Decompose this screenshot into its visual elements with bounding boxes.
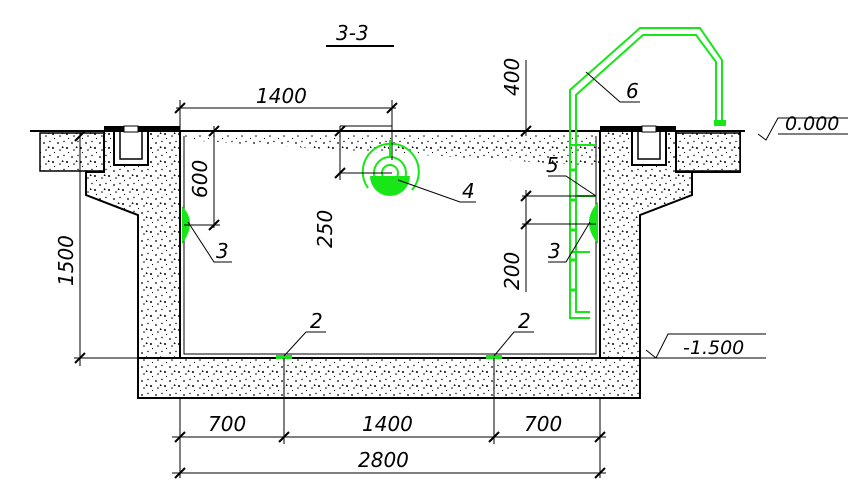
dim-upper-1400-label: 1400 bbox=[256, 84, 307, 108]
level-mark-top bbox=[757, 117, 848, 141]
dim-200 bbox=[520, 190, 596, 292]
dim-bottom-left-label: 700 bbox=[208, 412, 246, 436]
leaders bbox=[187, 71, 640, 357]
level-mark-bottom bbox=[600, 333, 766, 359]
callout-5: 5 bbox=[546, 153, 559, 177]
dim-bottom-mid-label: 1400 bbox=[362, 412, 413, 436]
level-top-label: 0.000 bbox=[785, 113, 839, 135]
gutter-left bbox=[104, 125, 180, 166]
dim-1500 bbox=[74, 130, 180, 366]
callout-3b: 3 bbox=[548, 239, 561, 263]
drain-right-icon bbox=[486, 355, 502, 359]
callout-2b: 2 bbox=[518, 309, 531, 333]
gutter-right bbox=[600, 125, 676, 166]
pit-inner-line bbox=[183, 136, 597, 355]
dim-400 bbox=[520, 60, 532, 137]
dim-bottom-chain bbox=[172, 358, 606, 479]
callout-3a: 3 bbox=[216, 239, 229, 263]
level-bottom-label: -1.500 bbox=[683, 337, 744, 359]
pit-inner-outline bbox=[179, 135, 601, 359]
outlet-right-icon bbox=[589, 202, 598, 244]
ground-block-left bbox=[39, 132, 105, 172]
bottom-slab bbox=[137, 357, 641, 399]
dim-upper-1400 bbox=[174, 100, 398, 160]
section-title: 3-3 bbox=[336, 21, 369, 45]
callout-4: 4 bbox=[462, 179, 475, 203]
dim-250 bbox=[334, 125, 392, 180]
ladder-handrail bbox=[569, 27, 726, 319]
ground-block-right bbox=[675, 132, 741, 172]
dim-200-label: 200 bbox=[500, 252, 524, 290]
dim-400-label: 400 bbox=[500, 58, 524, 96]
dim-600-label: 600 bbox=[188, 160, 212, 198]
dim-bottom-total-label: 2800 bbox=[358, 448, 409, 472]
dim-250-label: 250 bbox=[313, 210, 337, 248]
drain-left-icon bbox=[276, 355, 292, 359]
dim-bottom-right-label: 700 bbox=[524, 412, 562, 436]
callout-2a: 2 bbox=[310, 309, 323, 333]
dim-1500-label: 1500 bbox=[54, 235, 78, 286]
callout-6: 6 bbox=[626, 79, 639, 103]
